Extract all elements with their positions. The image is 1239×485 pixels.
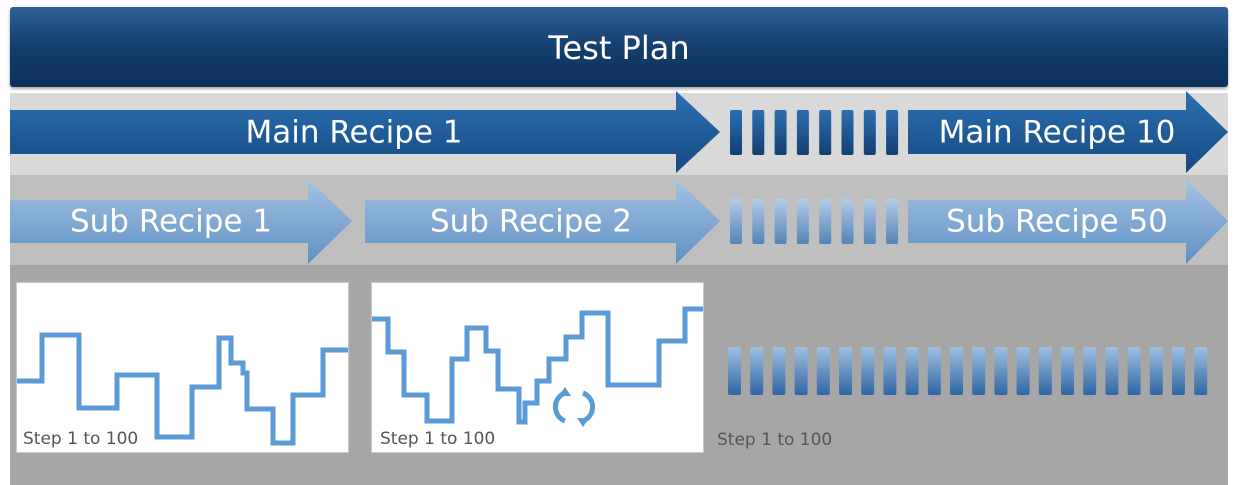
sub-recipe-50-label: Sub Recipe 50 <box>946 203 1168 240</box>
step-dash <box>816 347 830 395</box>
step-dash <box>950 347 963 395</box>
sub-recipe-2-label: Sub Recipe 2 <box>429 203 633 240</box>
step-dash <box>972 347 986 395</box>
sub-recipe-50-arrow <box>908 179 1228 264</box>
step-profile-1 <box>17 332 348 446</box>
step-dash <box>794 347 808 395</box>
test-plan-bar <box>10 7 1228 87</box>
step-dash <box>927 347 941 395</box>
step-range-label-2: Step 1 to 100 <box>380 429 496 449</box>
sub-recipe-1-arrow <box>10 179 352 264</box>
step-dash <box>1061 347 1074 395</box>
main-recipe-10-arrow <box>908 91 1228 173</box>
main-recipe-dash <box>796 110 809 155</box>
step-dash <box>1038 347 1052 395</box>
step-dash <box>750 347 764 395</box>
step-range-label-3: Step 1 to 100 <box>717 430 833 450</box>
sub-recipe-ellipsis <box>730 199 899 244</box>
step-dash <box>883 347 897 395</box>
main-recipe-dash <box>752 110 765 155</box>
sub-recipe-dash <box>886 199 899 244</box>
main-recipe-dash <box>730 110 742 155</box>
loop-icon <box>552 387 596 427</box>
sub-recipe-dash <box>730 199 742 244</box>
sub-recipe-2-arrow <box>365 179 720 264</box>
step-panel-2: Step 1 to 100 <box>371 282 704 453</box>
step-dash <box>1016 347 1030 395</box>
main-recipe-dash <box>774 110 787 155</box>
step-dash <box>772 347 786 395</box>
step-profile-2 <box>372 306 703 427</box>
main-recipe-10-label: Main Recipe 10 <box>938 114 1176 151</box>
step-dash <box>839 347 852 395</box>
main-recipe-dash <box>819 110 832 155</box>
sub-recipe-dash <box>863 199 876 244</box>
sub-recipe-dash <box>774 199 787 244</box>
step-dash <box>1194 347 1208 395</box>
step-panel-1: Step 1 to 100 <box>16 282 349 453</box>
main-recipe-1-arrow <box>10 91 720 173</box>
step-dash <box>861 347 875 395</box>
step-dash <box>1127 347 1141 395</box>
step-ellipsis <box>728 347 1208 395</box>
step-dash <box>1083 347 1097 395</box>
step-dash <box>994 347 1008 395</box>
main-recipe-dash <box>863 110 876 155</box>
sub-recipe-dash <box>819 199 832 244</box>
sub-recipe-dash <box>841 199 854 244</box>
step-dash <box>1149 347 1163 395</box>
step-dash <box>1105 347 1119 395</box>
main-recipe-dash <box>841 110 854 155</box>
sub-recipe-1-label: Sub Recipe 1 <box>69 203 273 240</box>
main-recipe-ellipsis <box>730 110 899 155</box>
main-recipe-1-label: Main Recipe 1 <box>245 114 463 151</box>
step-dash <box>1172 347 1185 395</box>
sub-recipe-dash <box>796 199 809 244</box>
step-range-label-1: Step 1 to 100 <box>23 429 139 449</box>
test-plan-title: Test Plan <box>548 29 690 67</box>
step-dash <box>905 347 919 395</box>
main-recipe-dash <box>886 110 899 155</box>
step-dash <box>728 347 741 395</box>
sub-recipe-dash <box>752 199 765 244</box>
